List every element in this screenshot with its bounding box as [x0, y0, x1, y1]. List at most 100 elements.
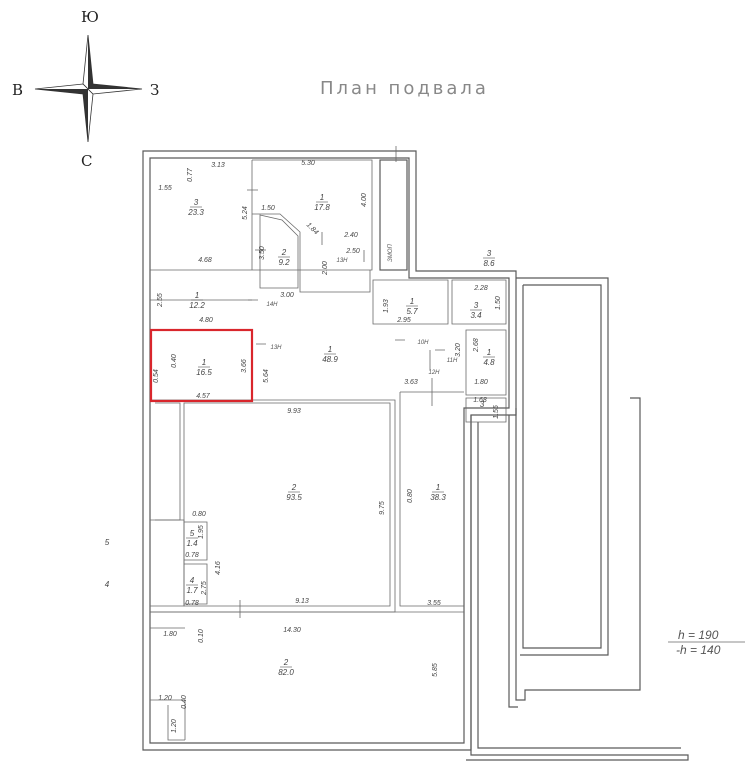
compass-east-label: З: [150, 81, 159, 99]
dimension-label: ЗМОП: [388, 244, 394, 262]
dimension-label: 4.57: [196, 393, 211, 400]
dimension-label: 5.85: [432, 663, 439, 677]
room-area: 8.6: [483, 259, 495, 268]
room-number: 3: [487, 249, 492, 258]
room-area: 48.9: [322, 355, 338, 364]
room-area: 38.3: [430, 493, 446, 502]
dimension-label: 2.68: [473, 338, 480, 353]
dimension-label: 2.00: [322, 261, 329, 276]
dimension-label: 13Н: [270, 345, 282, 351]
dimension-label: 1.68: [473, 397, 487, 404]
dimension-label: 1.55: [493, 405, 500, 419]
room-area: 16.5: [196, 368, 212, 377]
walls: [142, 146, 689, 761]
room-number: 2: [291, 483, 297, 492]
dimension-label: 1.50: [495, 296, 502, 310]
dimension-label: 1.55: [158, 185, 172, 192]
dimension-label: 4.16: [215, 561, 222, 575]
dimension-label: 1.20: [158, 695, 172, 702]
dimension-label: 14.30: [283, 627, 301, 634]
dimension-label: 12Н: [428, 370, 440, 376]
room-area: 1.4: [186, 539, 198, 548]
room-area: 82.0: [278, 668, 294, 677]
dimension-label: 1.84: [305, 222, 320, 237]
highlighted-room-outline[interactable]: [149, 328, 254, 403]
room-number: 2: [283, 658, 289, 667]
room-area: 23.3: [187, 208, 204, 217]
dimension-label: 0.80: [192, 511, 206, 518]
room-area: 3.4: [470, 311, 482, 320]
room-area: 93.5: [286, 493, 302, 502]
dimension-label: 1.93: [383, 299, 390, 313]
room-number: 1: [195, 291, 199, 300]
dimension-label: 3.00: [280, 292, 294, 299]
room-number: 1: [410, 297, 414, 306]
dimension-label: 0.40: [171, 354, 178, 368]
plan-title: План подвала: [320, 78, 489, 99]
dimension-label: 9.93: [287, 408, 301, 415]
height-label-minus-h: -h = 140: [676, 643, 721, 657]
dimension-label: 1.80: [474, 379, 488, 386]
room-area: 5.7: [406, 307, 418, 316]
dimension-label: 5.64: [263, 369, 270, 383]
room-area: 1.7: [186, 586, 198, 595]
dimension-label: 0.10: [198, 629, 205, 643]
dimension-label: 2.40: [343, 232, 358, 239]
dimension-label: 2.50: [345, 248, 360, 255]
dimension-label: 0.40: [181, 695, 188, 709]
compass-rose-icon: [34, 34, 143, 143]
compass-west-label: В: [12, 81, 23, 99]
dimension-label: 3.55: [427, 600, 441, 607]
room-number: 4: [105, 580, 110, 589]
dimension-label: 0.78: [185, 600, 199, 607]
room-number: 4: [190, 576, 195, 585]
dimension-label: 14Н: [266, 302, 278, 308]
dimension-label: 11Н: [447, 358, 458, 364]
dimension-label: 3.63: [404, 379, 418, 386]
dimension-label: 9.13: [295, 598, 309, 605]
dimension-label: 2.55: [157, 293, 164, 308]
room-number: 1: [487, 348, 491, 357]
room-labels: 323.3117.829.2112.2116.5148.938.615.733.…: [105, 193, 495, 677]
room-number: 1: [328, 345, 332, 354]
dimension-label: 4.68: [198, 257, 212, 264]
room-number: 1: [202, 358, 206, 367]
dimension-label: 3.50: [259, 246, 266, 260]
dimension-label: 0.78: [185, 552, 199, 559]
compass-south-label: С: [81, 152, 92, 170]
dimension-label: 4.80: [199, 317, 213, 324]
dimension-label: 9.75: [379, 501, 386, 515]
compass-north-label: Ю: [81, 8, 99, 26]
room-area: 17.8: [314, 203, 330, 212]
room-area: 4.8: [483, 358, 495, 367]
dimension-label: 3.20: [455, 343, 462, 357]
room-number: 1: [320, 193, 324, 202]
dimension-label: 10Н: [417, 340, 429, 346]
dimension-label: 5.30: [301, 160, 315, 167]
dimension-labels: 3.13 0.77 1.55 5.30 4.00 5.24 1.50 1.84 2.40 3.50…: [153, 160, 502, 733]
room-number: 5: [190, 529, 195, 538]
dimension-label: 0.77: [187, 167, 194, 182]
room-area: 9.2: [278, 258, 290, 267]
room-number: 2: [281, 248, 287, 257]
dimension-label: 4.00: [361, 193, 368, 207]
height-label-h: h = 190: [678, 628, 719, 642]
dimension-label: 3.13: [211, 162, 225, 169]
dimension-label: 0.54: [153, 369, 160, 383]
room-number: 1: [436, 483, 440, 492]
dimension-label: 1.80: [163, 631, 177, 638]
room-area: 12.2: [189, 301, 205, 310]
dimension-label: 1.20: [171, 719, 178, 733]
dimension-label: 0.80: [407, 489, 414, 503]
room-number: 3: [480, 400, 485, 409]
dimension-label: 1.95: [198, 525, 205, 539]
dimension-label: 13Н: [336, 258, 348, 264]
dimension-label: 3.66: [241, 359, 248, 373]
dimension-label: 2.75: [201, 581, 208, 596]
dimension-label: 5.24: [242, 206, 249, 220]
room-number: 3: [474, 301, 479, 310]
dimension-label: 2.95: [396, 317, 411, 324]
dimension-label: 1.50: [261, 205, 275, 212]
dimension-label: 2.28: [473, 285, 488, 292]
